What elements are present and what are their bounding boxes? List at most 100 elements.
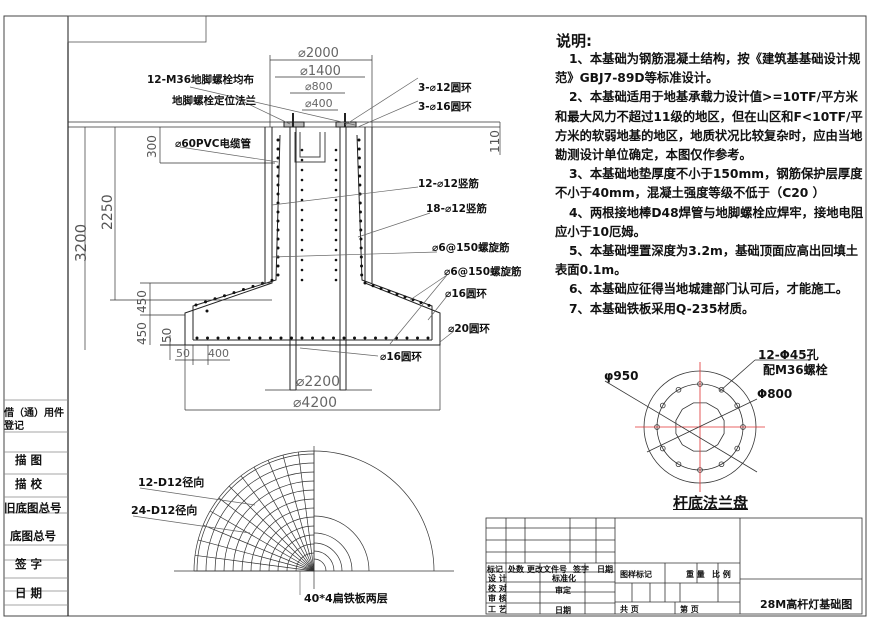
sidebar-traced: 描 校 [15, 477, 43, 491]
plan-radial-bar [228, 485, 315, 572]
rebar-dot [405, 336, 409, 340]
sidebar-old-number: 旧底图总号 [4, 501, 62, 515]
dim-h3200: 3200 [72, 223, 90, 262]
rebar-dots [194, 138, 431, 340]
rebar-dot [300, 148, 304, 152]
label-ring-16: 3-⌀16圆环 [418, 101, 472, 113]
tb-date: 日期 [597, 565, 613, 574]
tb-total-pages: 共 页 [620, 605, 639, 614]
flange-bolt-hole [675, 386, 682, 393]
rebar-dot [290, 336, 293, 340]
notes-title: 说明: [556, 32, 592, 50]
rebar-dot [276, 273, 280, 277]
sidebar-base-number: 底图总号 [10, 529, 56, 543]
flange-dim-inner [646, 398, 758, 453]
sidebar-signature: 签 字 [15, 557, 43, 571]
dim-h50: 50 [160, 327, 174, 343]
label-ring-16b: ⌀16圆环 [445, 288, 487, 300]
flange-leader [719, 359, 756, 392]
rebar-dot [300, 198, 304, 202]
flange-bolt-hole [659, 445, 666, 452]
dim-h110: 110 [488, 130, 502, 153]
tb-approval: 审定 [555, 586, 571, 595]
rebar-dot [334, 278, 338, 282]
tb-role-process: 工 艺 [488, 605, 507, 614]
rebar-dot [359, 237, 363, 241]
plan-radial-bar [209, 510, 315, 572]
rebar-dot [371, 284, 375, 288]
rebar-dot [342, 336, 346, 340]
tb-page-no: 第 页 [680, 605, 699, 614]
label-vertical-bar-18: 18-⌀12竖筋 [426, 203, 487, 215]
rebar-dot [321, 336, 325, 340]
rebar-dot [269, 336, 272, 340]
rebar-dot [206, 336, 209, 340]
label-flange-inner: Φ800 [757, 387, 793, 401]
flange-title: 杆底法兰盘 [673, 494, 749, 512]
note-item: 7、本基础铁板采用Q-235材质。 [569, 301, 755, 316]
rebar-dot [276, 174, 280, 178]
rebar-dot [251, 284, 255, 288]
rebar-dot [363, 281, 367, 285]
dim-d2200: ⌀2200 [296, 374, 341, 390]
dim-w50: 50 [176, 347, 190, 360]
tb-drawing-mark: 图样标记 [620, 570, 652, 579]
title-block-grid [485, 517, 863, 615]
plan-small-arc [313, 532, 353, 572]
rebar-dot [213, 297, 217, 301]
rebar-dot [334, 218, 338, 222]
dim-d1400: ⌀1400 [300, 64, 341, 79]
tb-standardization: 标准化 [552, 574, 576, 583]
rebar-dot [279, 336, 283, 340]
rebar-dot [276, 192, 280, 196]
flange-bolt-hole [659, 402, 666, 409]
plan-leader [132, 515, 251, 534]
plan-small-arc [313, 558, 327, 572]
rebar-dot [300, 208, 304, 212]
plan-radial-bar [282, 454, 315, 572]
rebar-dot [359, 246, 363, 250]
label-ring-12: 3-⌀12圆环 [418, 82, 472, 94]
ground-lines [68, 121, 500, 164]
rebar-dot [334, 268, 338, 272]
dim-d400: ⌀400 [305, 97, 333, 110]
rebar-dot [227, 336, 230, 340]
rebar-dot [360, 264, 364, 268]
label-radial-24: 24-D12径向 [131, 504, 198, 517]
label-bolt-flange: 地脚螺栓定位法兰 [172, 95, 256, 107]
rebar-dot [358, 201, 362, 205]
rebar-dot [374, 336, 377, 340]
rebar-dot [205, 309, 209, 313]
rebar-dot [332, 336, 335, 340]
rebar-dot [411, 298, 415, 302]
rebar-dot [237, 336, 241, 340]
rebar-dot [360, 273, 364, 277]
rebar-dot [300, 336, 304, 340]
rebar-dot [395, 292, 399, 296]
rebar-dot [204, 300, 207, 304]
rebar-dot [300, 248, 304, 252]
note-item: 2、本基础适用于地基承载力设计值>=10TF/平方米和最大风力不超过11级的地区… [555, 90, 863, 163]
rebar-dot [334, 248, 338, 252]
label-flat-bar: 40*4扁铁板两层 [304, 592, 388, 605]
rebar-dot [357, 156, 361, 160]
rebar-dot [358, 183, 362, 187]
tb-mark: 标记 [487, 565, 503, 574]
rebar-dot [359, 255, 363, 259]
rebar-dot [300, 268, 304, 272]
flange-bolt-hole [718, 461, 725, 468]
rebar-dot [300, 228, 304, 232]
dim-d800: ⌀800 [305, 80, 333, 93]
plan-leader [139, 487, 256, 506]
plan-view [132, 446, 454, 595]
rebar-dot [276, 156, 280, 160]
plan-radial-bar [267, 460, 315, 572]
flange-bolt-hole [718, 386, 725, 393]
note-item: 5、本基础埋置深度为3.2m，基础顶面应高出回填土表面0.1m。 [555, 244, 859, 278]
plan-radial-bar [240, 475, 315, 572]
rebar-dot [427, 303, 431, 307]
rebar-dot [403, 295, 407, 299]
rebar-dot [270, 278, 274, 282]
rebar-dot [216, 336, 220, 340]
